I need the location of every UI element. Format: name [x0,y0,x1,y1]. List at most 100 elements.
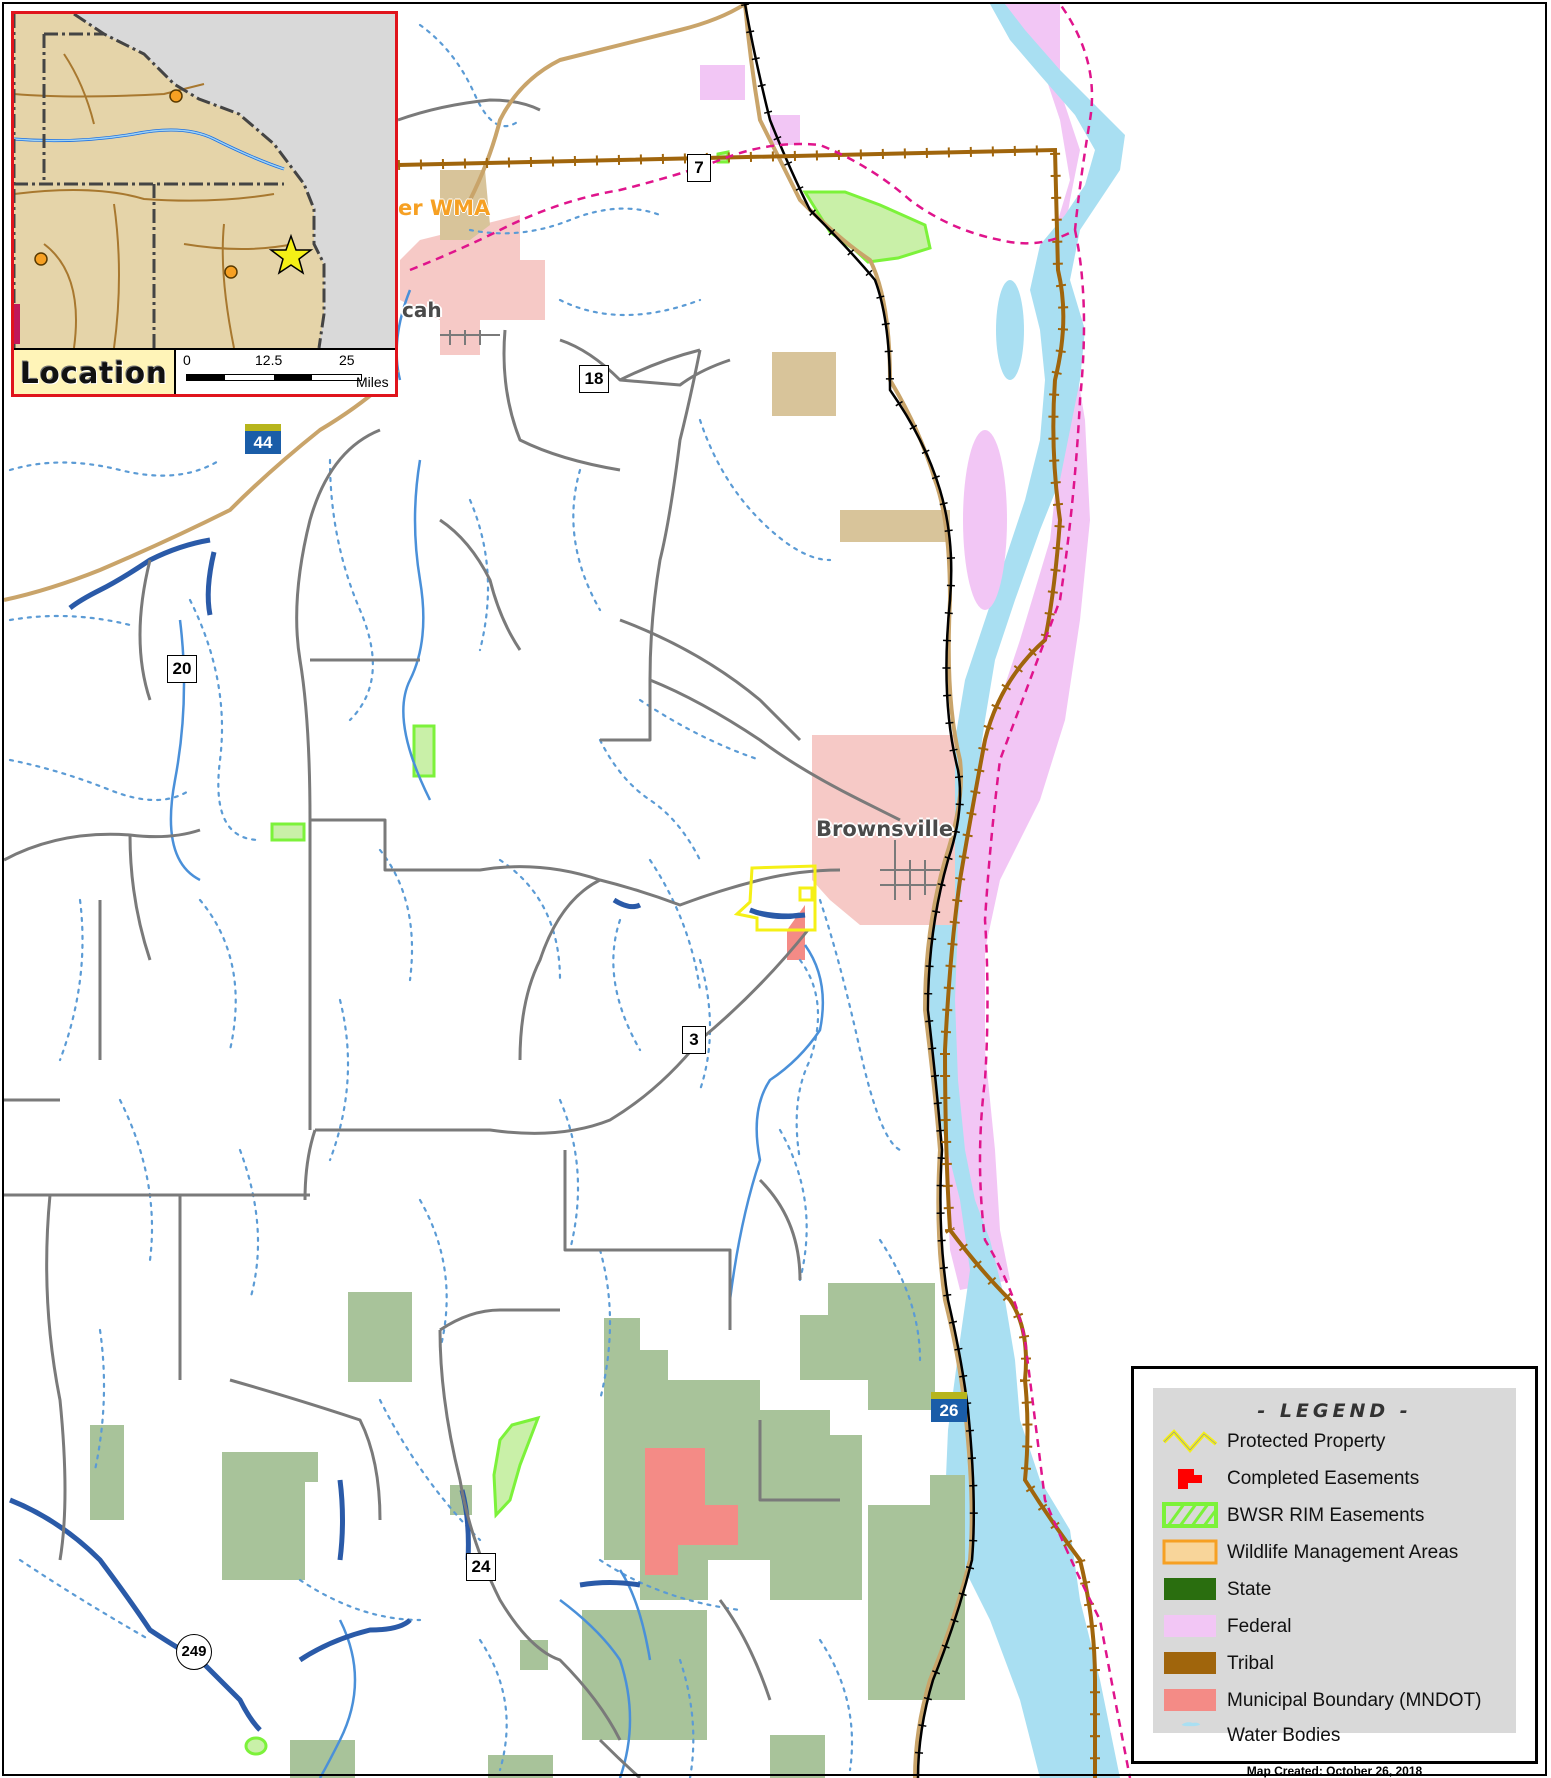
road [619,618,802,742]
stream [478,1638,508,1772]
protected-property-outline[interactable] [733,864,817,932]
inset-road [113,203,120,348]
stream [93,1328,106,1472]
stream [8,758,192,802]
stream [8,614,132,627]
dark-green-box-icon [1164,1578,1216,1600]
highway [3,368,400,602]
legend-label: Completed Easements [1227,1468,1420,1489]
stream [598,738,702,862]
inset-road [14,83,205,98]
wma-label: er WMA [398,196,491,220]
road [600,680,652,742]
stream [598,1558,742,1612]
scale-tick-25: 25 [339,352,355,368]
protected-property-outline[interactable] [798,886,814,902]
river [9,1497,262,1732]
location-inset: Location 0 12.5 25 Miles [11,11,398,397]
federal-land-area [700,65,745,100]
stream [468,207,662,235]
site-location-star-icon [268,233,314,275]
river [579,1580,641,1588]
inset-city-marker [34,252,48,266]
road [439,1308,560,1332]
inset-road [14,189,275,202]
road [563,1150,732,1330]
legend-label: Federal [1227,1616,1292,1637]
lavender-box-icon [1164,1615,1216,1637]
yellow-zigzag-line-icon [1162,1429,1218,1454]
completed-easement [787,905,805,960]
road [397,98,541,122]
orange-outline-box-icon [1162,1539,1218,1565]
legend-item-bwsr-rim-easements: BWSR RIM Easements [1162,1500,1512,1530]
stream [778,1128,808,1282]
river [754,909,806,919]
road [138,559,152,701]
inset-city-marker [224,265,238,279]
stream [678,1658,695,1778]
route-3-shield: 3 [682,1026,706,1054]
stream [795,958,820,1162]
stream [298,1578,422,1622]
light-blue-blob-icon [1181,1722,1201,1727]
stream [648,858,702,992]
road [310,818,841,907]
creek [618,1569,652,1661]
brownsville-municipal-area [812,735,955,925]
road [45,1194,67,1561]
road [295,428,381,821]
legend-item-completed-easements: Completed Easements [1162,1463,1512,1493]
inset-river [14,129,285,170]
stream [558,298,702,317]
road [649,678,901,822]
road [3,828,201,862]
river [205,551,217,616]
stream [558,1098,580,1252]
legend-label: Municipal Boundary (MNDOT) [1227,1690,1482,1711]
road [502,329,621,472]
inset-road [43,243,77,348]
inset-road [183,243,295,250]
road [439,518,522,651]
stream [498,858,562,982]
road [438,1329,622,1741]
interstate-26-number: 26 [931,1399,967,1422]
legend-label: Protected Property [1227,1431,1386,1452]
inset-map [14,14,395,348]
river [298,1618,412,1663]
legend-panel: - LEGEND - Protected Property Completed … [1153,1388,1516,1733]
route-7-shield: 7 [687,154,711,182]
wma-parcel [840,510,950,542]
road [518,878,601,1061]
road [229,1378,382,1521]
inset-city-marker [169,89,183,103]
road [648,349,702,681]
legend-title: - LEGEND - [1257,1400,1412,1422]
creek [402,459,432,801]
completed-easement [645,1448,738,1575]
state-land [90,1283,965,1778]
stream [8,458,222,477]
stream [58,898,84,1062]
stream [188,598,262,842]
green-hatched-box-icon [1162,1502,1218,1528]
county-line [409,3,1132,1778]
route-24-shield: 24 [466,1553,496,1581]
river-island [963,430,1007,610]
road [718,1599,772,1701]
stream [118,1098,154,1262]
inset-title: Location [14,350,176,394]
legend-item-protected-property: Protected Property [1162,1426,1512,1456]
stream [818,898,902,1152]
route-18-shield: 18 [579,365,609,393]
legend: - LEGEND - Protected Property Completed … [1131,1366,1538,1764]
wma-parcel [772,352,836,416]
legend-item-wildlife-management-areas: Wildlife Management Areas [1162,1537,1512,1567]
scale-tick-0: 0 [183,352,191,368]
river [337,1479,345,1561]
legend-item-water-bodies [1162,1721,1512,1733]
stream [18,1558,152,1642]
stream [598,1248,612,1402]
